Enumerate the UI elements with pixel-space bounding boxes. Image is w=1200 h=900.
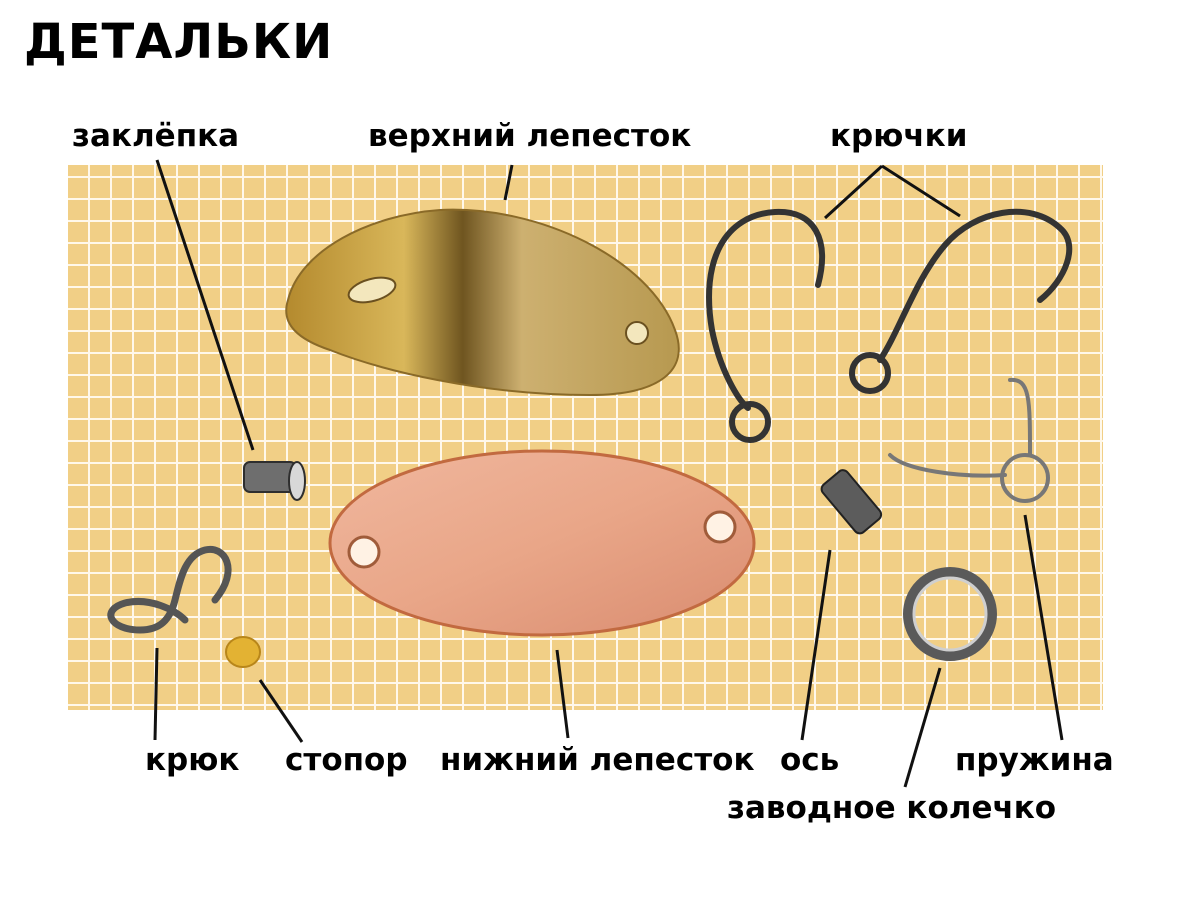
lower-petal-shape xyxy=(328,449,756,637)
s-hook-shape xyxy=(107,545,232,634)
label-upper-petal: верхний лепесток xyxy=(368,118,692,154)
label-axle: ось xyxy=(780,742,840,778)
label-hooks: крючки xyxy=(830,118,968,154)
label-hook: крюк xyxy=(145,742,240,778)
spring-shape xyxy=(888,377,1050,503)
hooks-shape xyxy=(706,208,1073,443)
axle-shape xyxy=(820,469,883,535)
upper-petal-shape xyxy=(285,208,680,397)
label-rivet: заклёпка xyxy=(72,118,240,154)
label-split-ring: заводное колечко xyxy=(727,790,1057,826)
label-spring: пружина xyxy=(955,742,1114,778)
label-stopper: стопор xyxy=(285,742,408,778)
page-title: ДЕТАЛЬКИ xyxy=(24,14,334,70)
split-ring-shape xyxy=(903,567,997,661)
rivet-shape xyxy=(243,461,306,501)
pointer-lines xyxy=(153,159,1064,788)
label-lower-petal: нижний лепесток xyxy=(440,742,755,778)
stopper-shape xyxy=(225,636,261,668)
